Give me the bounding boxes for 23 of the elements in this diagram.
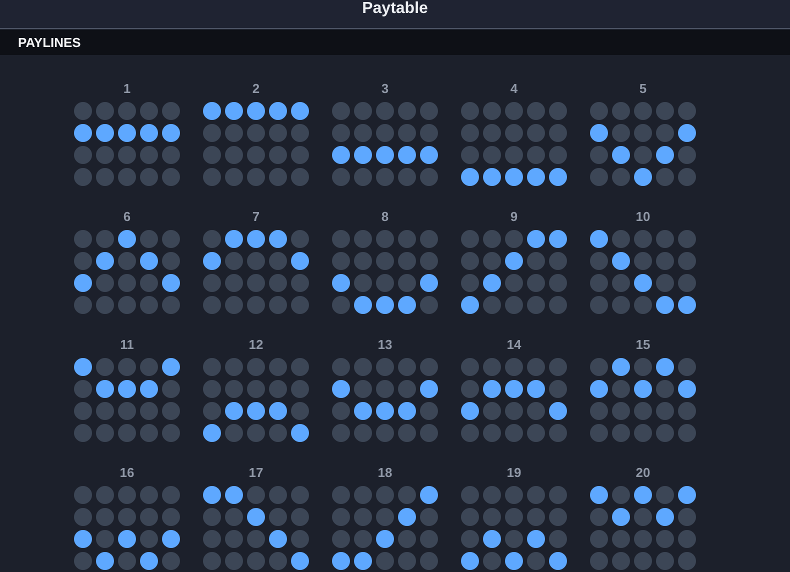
payline-number: 20 <box>636 465 650 480</box>
payline-number: 4 <box>510 81 518 96</box>
payline-number: 5 <box>639 81 647 96</box>
payline-number: 7 <box>252 209 260 224</box>
payline-number: 11 <box>120 337 134 352</box>
payline-number: 2 <box>252 81 260 96</box>
payline-number: 10 <box>636 209 650 224</box>
section-band <box>0 30 790 55</box>
payline-number: 6 <box>123 209 131 224</box>
payline-number: 9 <box>510 209 518 224</box>
payline-number: 16 <box>120 465 134 480</box>
payline-number: 18 <box>378 465 392 480</box>
payline-number: 1 <box>123 81 131 96</box>
payline-number: 8 <box>381 209 389 224</box>
payline-number: 17 <box>248 465 264 480</box>
payline-number: 13 <box>378 337 392 352</box>
section-title: PAYLINES <box>18 35 81 50</box>
payline-number: 15 <box>636 337 650 352</box>
payline-number: 3 <box>381 81 389 96</box>
page-title: Paytable <box>362 0 428 18</box>
payline-number: 12 <box>248 337 264 352</box>
payline-number: 19 <box>506 465 522 480</box>
payline-number: 14 <box>506 337 522 352</box>
